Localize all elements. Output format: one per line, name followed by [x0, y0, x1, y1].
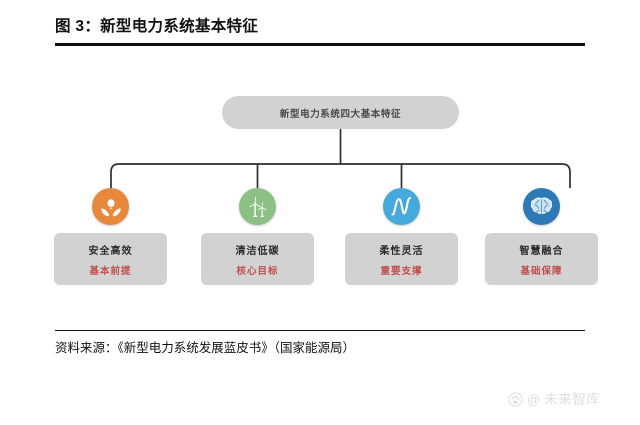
waveform-icon [383, 188, 420, 225]
watermark: @ 未来智库 [508, 392, 600, 407]
wind-turbine-icon [239, 188, 276, 225]
page-title: 图 3：新型电力系统基本特征 [55, 18, 259, 35]
feature-subtitle-3: 重要支撑 [380, 265, 423, 277]
feature-node-4[interactable]: 智慧融合 基础保障 [480, 188, 603, 285]
feature-box-1: 安全高效 基本前提 [54, 233, 167, 285]
watermark-at-symbol: @ [527, 392, 541, 407]
feature-box-2: 清洁低碳 核心目标 [201, 233, 314, 285]
title-divider [55, 43, 585, 46]
root-node[interactable]: 新型电力系统四大基本特征 [222, 96, 459, 129]
watermark-text: 未来智库 [544, 391, 601, 407]
feature-title-4: 智慧融合 [519, 245, 564, 257]
feature-box-4: 智慧融合 基础保障 [485, 233, 598, 285]
feature-node-1[interactable]: 安全高效 基本前提 [49, 188, 172, 285]
feature-subtitle-2: 核心目标 [236, 265, 279, 277]
org-chart-diagram: 新型电力系统四大基本特征 安全高效 基本前提 [54, 62, 598, 320]
brain-icon [523, 188, 560, 225]
feature-node-3[interactable]: 柔性灵活 重要支撑 [340, 188, 463, 285]
watermark-logo-icon [508, 392, 523, 407]
feature-subtitle-4: 基础保障 [520, 265, 563, 277]
connector-lines [110, 129, 571, 188]
feature-box-3: 柔性灵活 重要支撑 [345, 233, 458, 285]
feature-title-1: 安全高效 [88, 245, 133, 257]
feature-title-2: 清洁低碳 [235, 245, 280, 257]
source-note: 资料来源：《新型电力系统发展蓝皮书》（国家能源局） [55, 341, 356, 355]
figure-title-block: 图 3：新型电力系统基本特征 [55, 16, 585, 46]
root-node-label: 新型电力系统四大基本特征 [279, 108, 402, 120]
source-divider [55, 330, 585, 332]
feature-title-3: 柔性灵活 [379, 245, 424, 257]
feature-subtitle-1: 基本前提 [89, 265, 132, 277]
feature-node-2[interactable]: 清洁低碳 核心目标 [196, 188, 319, 285]
hands-holding-lightbulb-icon [92, 188, 129, 225]
